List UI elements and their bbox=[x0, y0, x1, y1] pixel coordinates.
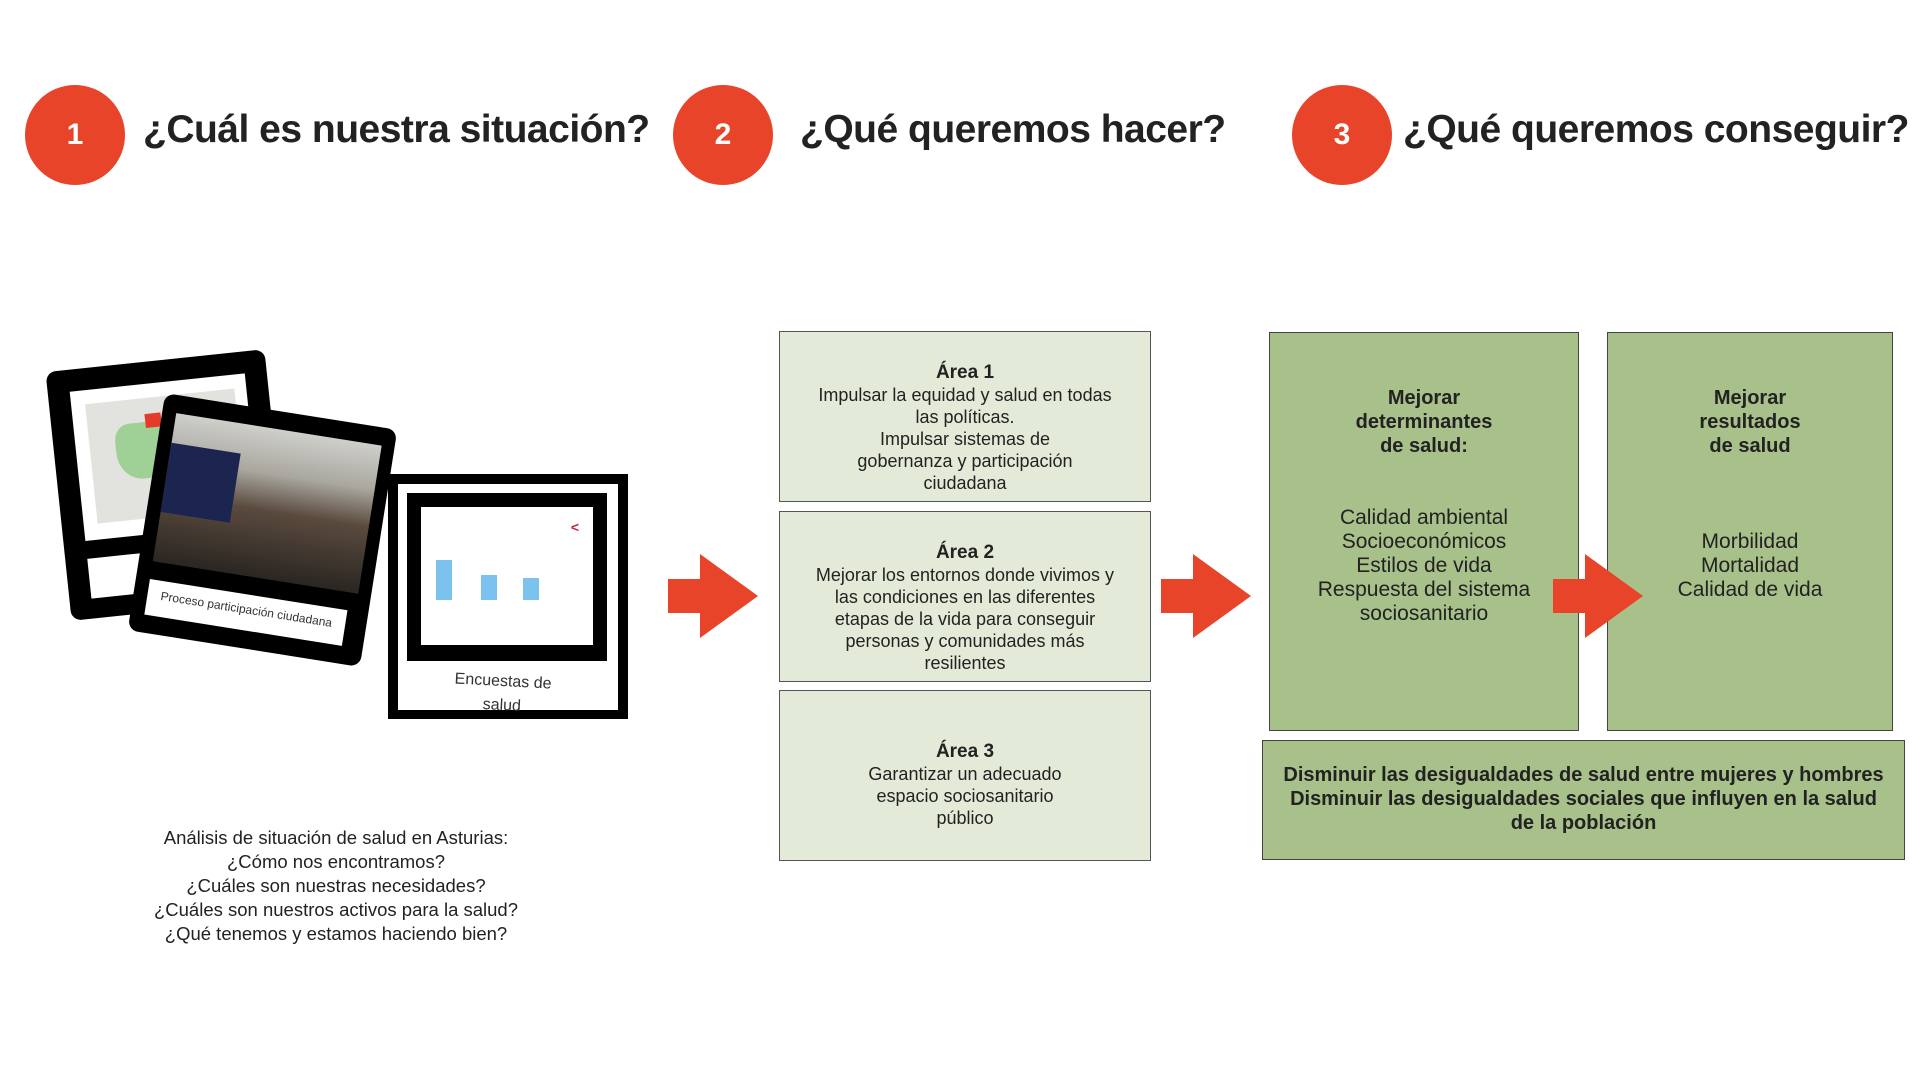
area-1-box: Área 1 Impulsar la equidad y salud en to… bbox=[779, 331, 1151, 502]
goal-item: Calidad ambiental bbox=[1339, 506, 1509, 529]
results-box: Mejorar resultados de salud Morbilidad M… bbox=[1607, 332, 1893, 731]
area-line: Mejorar los entornos donde vivimos y las… bbox=[815, 565, 1115, 673]
goal-heading: determinantes bbox=[1355, 411, 1493, 433]
step-number: 3 bbox=[1333, 118, 1351, 151]
goal-heading: de salud bbox=[1709, 435, 1791, 457]
step-number: 2 bbox=[714, 118, 732, 151]
situation-line: ¿Cuáles son nuestros activos para la sal… bbox=[153, 899, 519, 920]
goal-heading: resultados bbox=[1699, 411, 1801, 433]
area-3-box: Área 3 Garantizar un adecuado espacio so… bbox=[779, 690, 1151, 861]
goal-item: Morbilidad bbox=[1701, 530, 1799, 553]
arrow-right-icon bbox=[668, 554, 758, 638]
survey-chart-image: < bbox=[421, 507, 593, 645]
inequality-goal: Disminuir las desigualdades de salud ent… bbox=[1283, 764, 1884, 786]
situation-description: Análisis de situación de salud en Asturi… bbox=[136, 826, 536, 946]
participation-photo bbox=[152, 413, 382, 594]
goal-heading: de salud: bbox=[1380, 435, 1468, 457]
situation-line: ¿Cómo nos encontramos? bbox=[227, 851, 445, 872]
goal-item: Estilos de vida bbox=[1356, 554, 1492, 577]
area-title: Área 2 bbox=[935, 542, 995, 563]
area-title: Área 1 bbox=[935, 362, 995, 383]
inequalities-box: Disminuir las desigualdades de salud ent… bbox=[1262, 740, 1905, 860]
participation-card: Proceso participación ciudadana bbox=[127, 393, 398, 667]
situation-line: ¿Cuáles son nuestras necesidades? bbox=[186, 875, 486, 896]
goal-item: Socioeconómicos bbox=[1341, 530, 1507, 553]
step-2-title: ¿Qué queremos hacer? bbox=[800, 108, 1226, 151]
step-1-title: ¿Cuál es nuestra situación? bbox=[143, 108, 650, 151]
situation-line: Análisis de situación de salud en Asturi… bbox=[163, 827, 509, 848]
determinants-box: Mejorar determinantes de salud: Calidad … bbox=[1269, 332, 1579, 731]
area-2-box: Área 2 Mejorar los entornos donde vivimo… bbox=[779, 511, 1151, 682]
step-number: 1 bbox=[66, 118, 84, 151]
step-1-badge: 1 bbox=[25, 85, 125, 185]
step-3-badge: 3 bbox=[1292, 85, 1392, 185]
goal-heading: Mejorar bbox=[1713, 387, 1787, 409]
step-3-title: ¿Qué queremos conseguir? bbox=[1403, 108, 1909, 151]
situation-line: ¿Qué tenemos y estamos haciendo bien? bbox=[164, 923, 508, 944]
goal-item: Mortalidad bbox=[1700, 554, 1800, 577]
inequality-goal: Disminuir las desigualdades sociales que… bbox=[1290, 788, 1877, 834]
area-title: Área 3 bbox=[935, 741, 995, 762]
area-line: Impulsar sistemas de gobernanza y partic… bbox=[857, 429, 1073, 493]
goal-item: Respuesta del sistema bbox=[1317, 578, 1531, 601]
area-line: Impulsar la equidad y salud en todas las… bbox=[818, 385, 1112, 427]
arrow-right-icon bbox=[1161, 554, 1251, 638]
participation-caption: Proceso participación ciudadana bbox=[144, 578, 348, 646]
survey-card: < Encuestas de salud bbox=[388, 474, 628, 719]
goal-item: Calidad de vida bbox=[1677, 578, 1823, 601]
arrow-right-icon bbox=[1553, 554, 1643, 638]
area-line: Garantizar un adecuado espacio sociosani… bbox=[868, 764, 1062, 828]
goal-heading: Mejorar bbox=[1387, 387, 1461, 409]
goal-item: sociosanitario bbox=[1359, 602, 1489, 625]
step-2-badge: 2 bbox=[673, 85, 773, 185]
